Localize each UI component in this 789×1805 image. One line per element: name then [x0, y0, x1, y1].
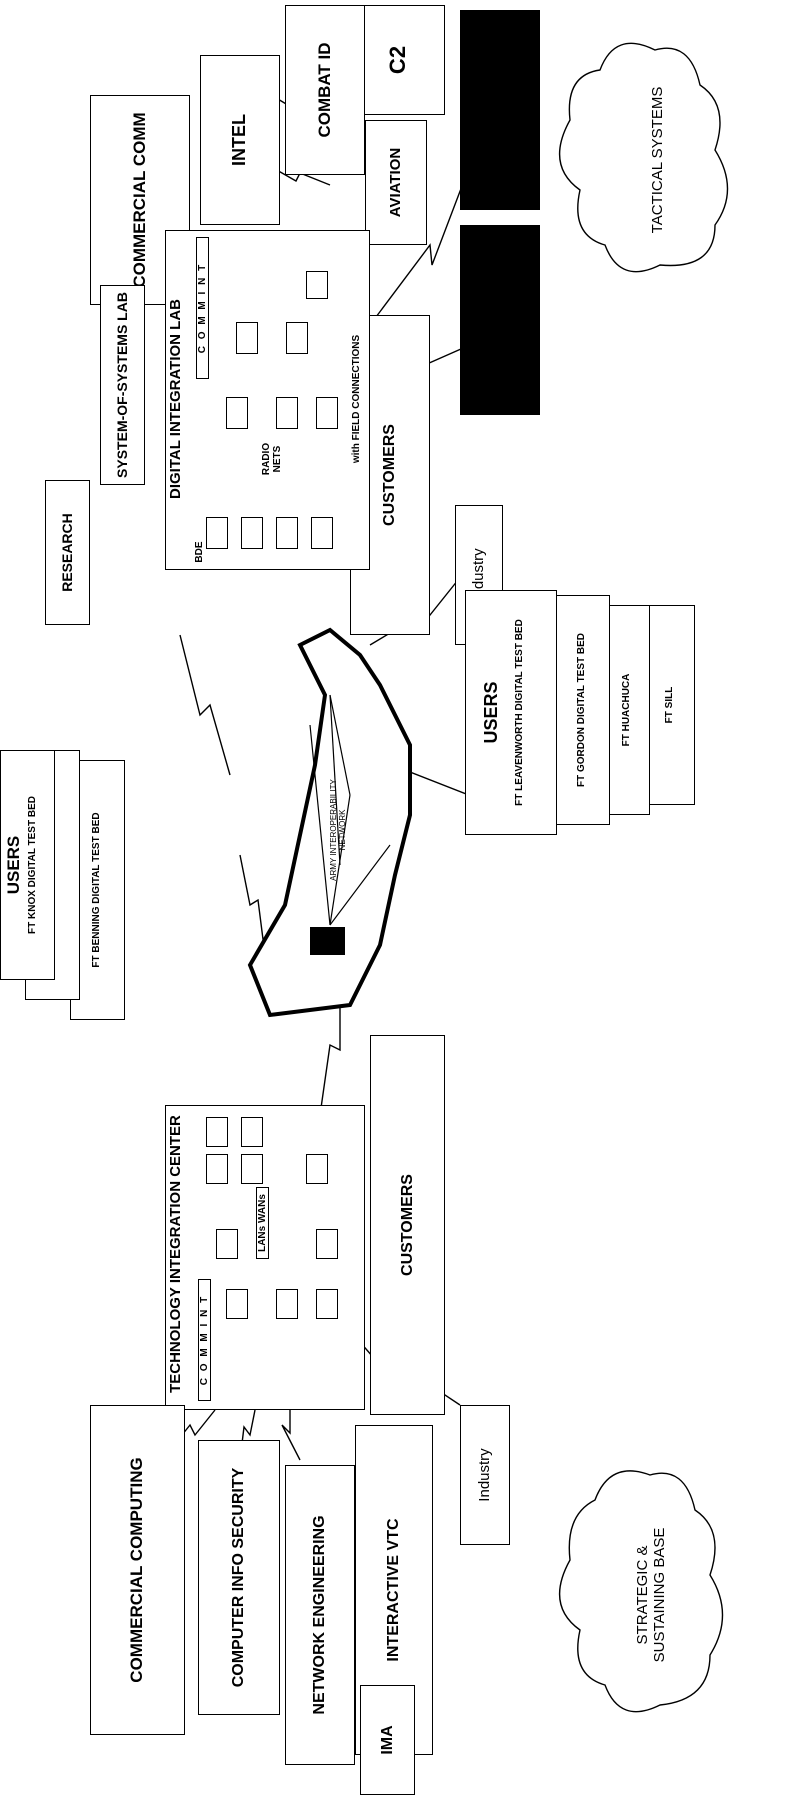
- lightning-dil-intel: [267, 164, 331, 186]
- lightning-dil-users-left: [179, 634, 231, 776]
- strategic-cloud-label: STRATEGIC & SUSTAINING BASE: [634, 1527, 668, 1663]
- map-link-4: [329, 844, 391, 926]
- lightning-dil-tactical-a: [369, 164, 471, 326]
- lightning-tic-network: [281, 1410, 301, 1461]
- map-link-3: [329, 694, 341, 866]
- lightning-tic-map: [319, 985, 341, 1116]
- map-link-2: [309, 724, 331, 926]
- map-link-5: [329, 694, 351, 796]
- lightning-map-users-left: [239, 854, 266, 956]
- map-base-node: [310, 927, 345, 955]
